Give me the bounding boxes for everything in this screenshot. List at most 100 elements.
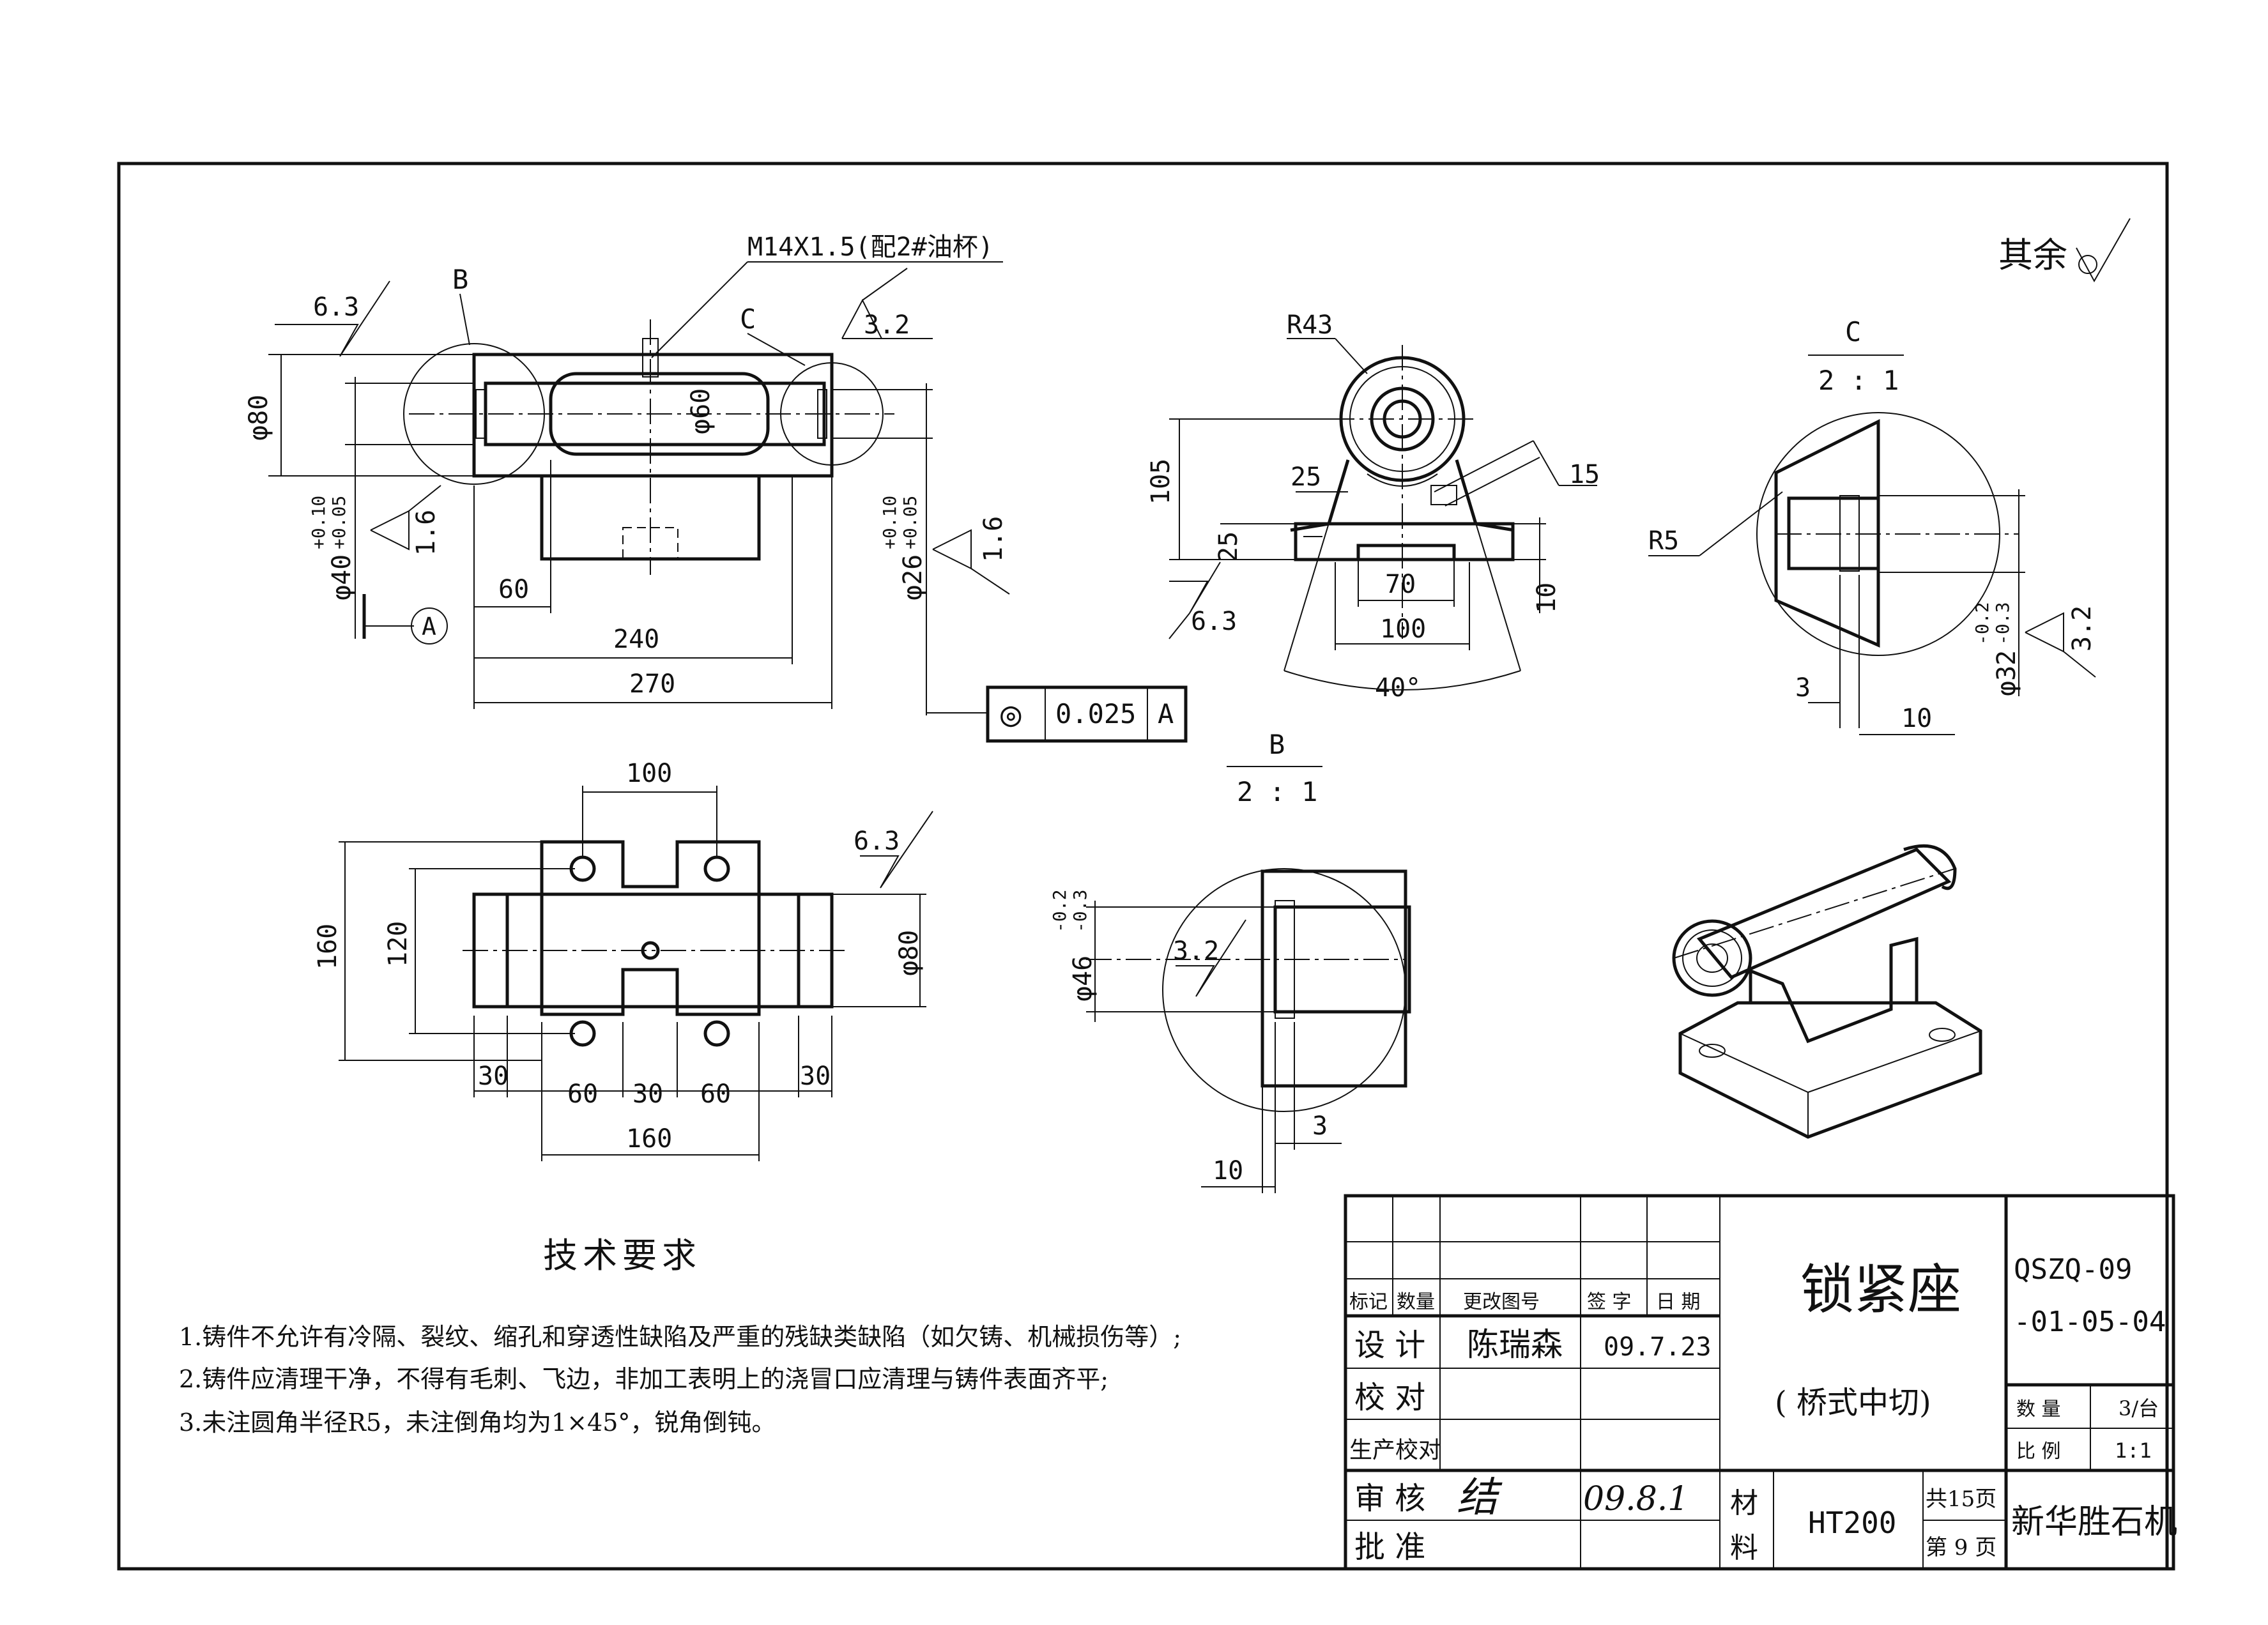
- header-qty: 数量: [1397, 1291, 1435, 1313]
- review-date: 09.8.1: [1583, 1480, 1689, 1518]
- detail-c-callout: C: [740, 303, 756, 335]
- dim-r5: R5: [1648, 526, 1679, 556]
- tol-phi40-upper: +0.10: [308, 496, 329, 549]
- total-pages: 共15页: [1926, 1486, 1996, 1512]
- material-value: HT200: [1808, 1506, 1896, 1540]
- detail-c-scale: 2 : 1: [1818, 365, 1899, 396]
- dim-angle-40: 40°: [1375, 673, 1421, 703]
- dim-240: 240: [613, 625, 659, 654]
- dim-270: 270: [629, 669, 675, 699]
- dim-phi46: φ46: [1068, 956, 1098, 1002]
- tolerance-value: 0.025: [1055, 698, 1136, 729]
- dim-100-top: 100: [626, 759, 672, 788]
- roughness-6-3-side: 6.3: [1191, 607, 1237, 636]
- detail-c-title: C: [1845, 316, 1861, 347]
- roughness-other-mark: 其余: [1998, 218, 2131, 283]
- drawing-number-line-2: -01-05-04: [2014, 1306, 2166, 1338]
- dim-phi60: φ60: [686, 388, 716, 434]
- technical-requirements: 技术要求 1.铸件不允许有冷隔、裂纹、缩孔和穿透性缺陷及严重的残缺类缺陷（如欠铸…: [179, 1235, 1181, 1437]
- header-mark: 标记: [1349, 1291, 1388, 1313]
- note-2: 2.铸件应清理干净，不得有毛刺、飞边，非加工表明上的浇冒口应清理与铸件表面齐平;: [179, 1365, 1108, 1393]
- tol-phi32-upper: -0.2: [1972, 602, 1993, 645]
- roughness-other-label: 其余: [1998, 235, 2067, 275]
- review-signature: 结: [1457, 1474, 1503, 1522]
- dim-3-detail-b: 3: [1312, 1111, 1328, 1141]
- dim-phi80-top: φ80: [894, 930, 924, 976]
- dim-160-width: 160: [626, 1124, 672, 1154]
- dim-phi32: φ32: [1992, 650, 2021, 696]
- design-date: 09.7.23: [1604, 1332, 1712, 1362]
- side-view: R43 105 25 25 15 70 100 10 40°: [1146, 310, 1600, 703]
- tol-phi40-lower: +0.05: [328, 496, 349, 549]
- tol-phi26-upper: +0.10: [879, 496, 900, 549]
- approve-label: 批 准: [1354, 1529, 1425, 1565]
- dim-15: 15: [1569, 460, 1600, 489]
- title-block: 标记 数量 更改图号 签 字 日 期 设 计 陈瑞森 09.7.23 校 对 生…: [1344, 1194, 2177, 1571]
- roughness-3-2-detail-b: 3.2: [1173, 936, 1219, 966]
- dim-10-detail-c: 10: [1901, 704, 1932, 733]
- drawing-number-line-1: QSZQ-09: [2014, 1253, 2132, 1286]
- tol-phi46-lower: -0.3: [1069, 890, 1091, 933]
- roughness-1-6-right: 1.6: [979, 516, 1008, 562]
- roughness-1-6-left: 1.6: [411, 510, 441, 556]
- designer-name: 陈瑞森: [1467, 1326, 1563, 1363]
- dim-70: 70: [1385, 570, 1416, 599]
- geometric-tolerance-frame: ◎ 0.025 A: [986, 685, 1188, 743]
- dim-30-right: 30: [800, 1062, 831, 1091]
- note-3: 3.未注圆角半径R5，未注倒角均为1×45°，锐角倒钝。: [179, 1408, 776, 1437]
- tolerance-datum: A: [1158, 698, 1174, 729]
- dim-10-side: 10: [1532, 583, 1561, 613]
- dim-30-middle: 30: [632, 1080, 663, 1109]
- design-label: 设 计: [1354, 1327, 1425, 1363]
- check-label: 校 对: [1354, 1380, 1425, 1415]
- concentricity-symbol: ◎: [1000, 694, 1022, 734]
- detail-b-callout: B: [452, 264, 468, 295]
- tol-phi46-upper: -0.2: [1049, 890, 1070, 933]
- dim-10-detail-b: 10: [1213, 1156, 1243, 1186]
- roughness-3-2-front: 3.2: [864, 310, 910, 340]
- dim-3-detail-c: 3: [1795, 673, 1811, 703]
- isometric-view: [1672, 844, 1982, 1139]
- detail-b-scale: 2 : 1: [1237, 776, 1317, 807]
- quantity-label: 数 量: [2016, 1398, 2061, 1421]
- dim-120: 120: [383, 921, 413, 967]
- roughness-6-3-top: 6.3: [854, 827, 900, 856]
- scale-value: 1:1: [2115, 1438, 2152, 1463]
- drawing-frame: [117, 162, 2169, 1571]
- dim-60-left: 60: [567, 1080, 598, 1109]
- notes-title: 技术要求: [543, 1235, 701, 1276]
- detail-c: C 2 : 1 φ32 -0.2 -0.3 3.2 R5 3 10: [1648, 316, 2097, 735]
- dim-25-height: 25: [1214, 531, 1243, 562]
- dim-160-height: 160: [313, 924, 342, 970]
- dim-phi26: φ26: [898, 554, 928, 600]
- thread-note: M14X1.5(配2#油杯): [747, 233, 993, 262]
- detail-b-title: B: [1269, 729, 1285, 760]
- page-number: 第 9 页: [1926, 1535, 1996, 1560]
- top-view: 100 160 120 φ80 6.3 30 60 30 60 30 160: [313, 759, 933, 1161]
- front-view: B C M14X1.5(配2#油杯) 6.3 3.2 φ80 φ60 φ40 +…: [244, 233, 1010, 715]
- note-1: 1.铸件不允许有冷隔、裂纹、缩孔和穿透性缺陷及严重的残缺类缺陷（如欠铸、机械损伤…: [179, 1323, 1181, 1351]
- header-change-no: 更改图号: [1463, 1291, 1540, 1313]
- quantity-value: 3/台: [2119, 1396, 2159, 1421]
- review-label: 审 核: [1354, 1481, 1425, 1516]
- dim-105: 105: [1146, 459, 1176, 505]
- datum-a-label: A: [422, 613, 436, 641]
- detail-b: B 2 : 1 φ46 -0.2 -0.3 3.2 3 10: [1049, 729, 1411, 1193]
- dim-phi40: φ40: [327, 554, 356, 600]
- tol-phi32-lower: -0.3: [1992, 602, 2013, 645]
- scale-label: 比 例: [2016, 1440, 2061, 1463]
- part-name: 锁紧座: [1800, 1258, 1961, 1321]
- dim-25-width: 25: [1291, 462, 1321, 492]
- tol-phi26-lower: +0.05: [900, 496, 921, 549]
- header-signature: 签 字: [1587, 1291, 1632, 1313]
- production-check-label: 生产校对: [1349, 1437, 1441, 1463]
- dim-phi80-front: φ80: [244, 395, 273, 441]
- roughness-6-3-front: 6.3: [313, 293, 359, 322]
- company-name: 新华胜石机: [2011, 1503, 2177, 1541]
- header-date: 日 期: [1656, 1291, 1701, 1313]
- part-subtitle: ( 桥式中切): [1775, 1385, 1931, 1421]
- dim-30-left: 30: [478, 1062, 509, 1091]
- dim-r43: R43: [1287, 310, 1333, 340]
- dim-60-front: 60: [498, 575, 529, 604]
